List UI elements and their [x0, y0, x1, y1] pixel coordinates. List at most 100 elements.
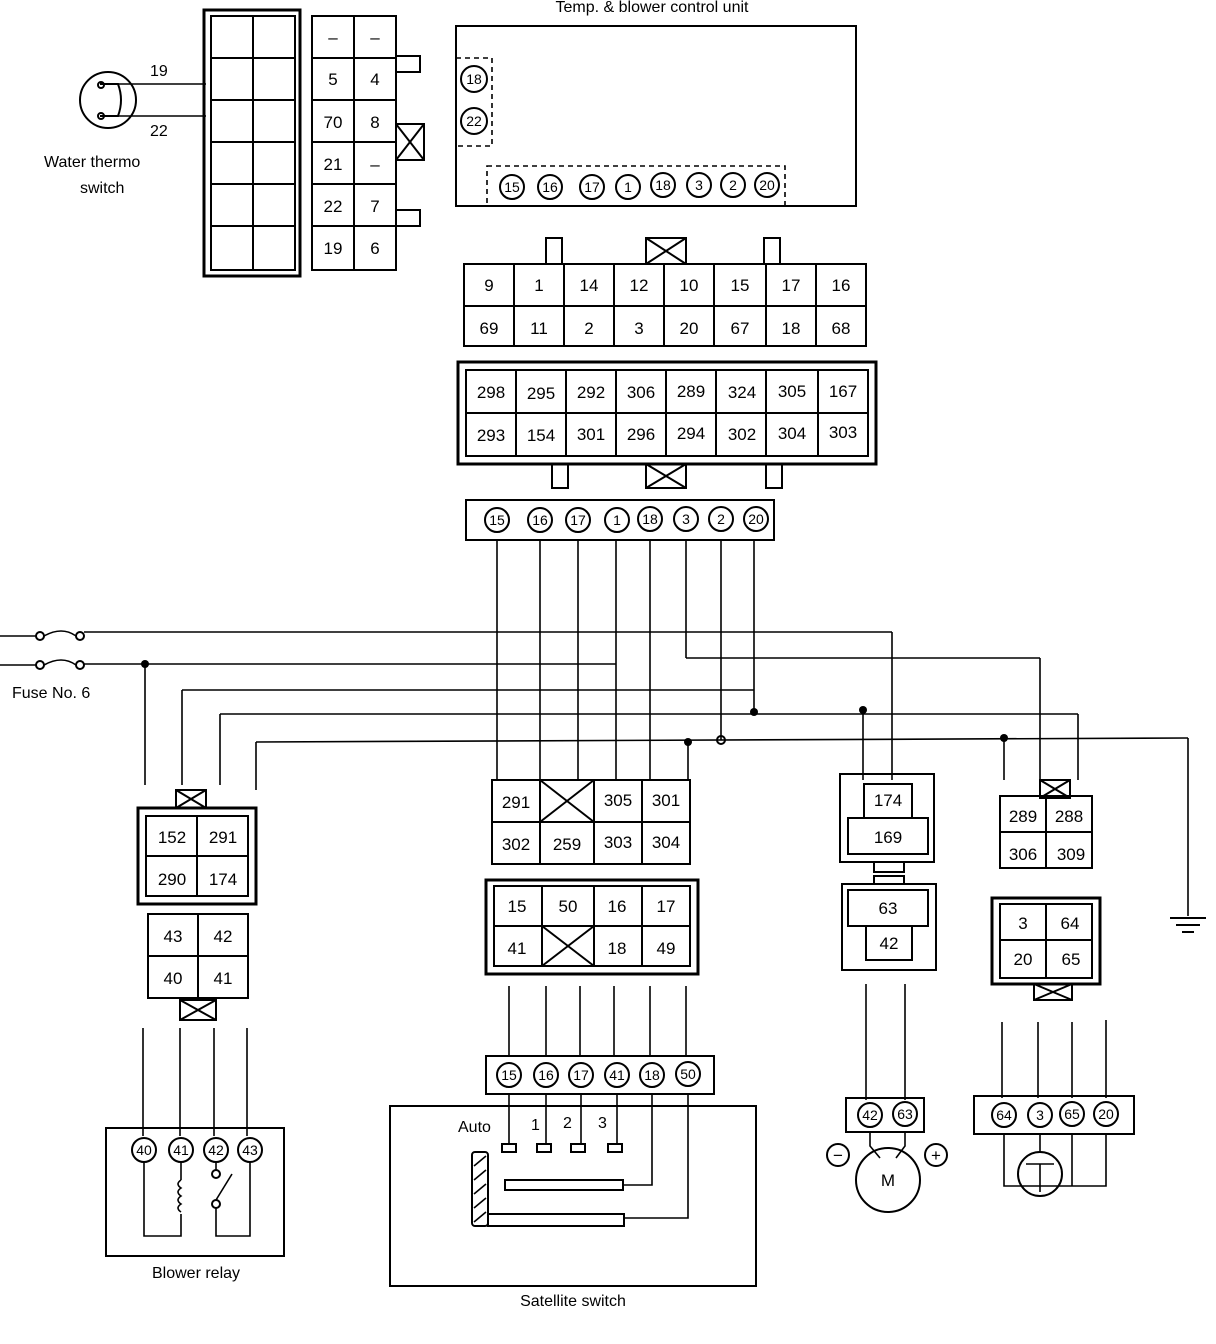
- main-strip-pin: 16: [532, 512, 548, 528]
- right-b-cell: 20: [1014, 950, 1033, 969]
- connector-b-cell: 289: [677, 382, 705, 401]
- motor-label: M: [881, 1171, 895, 1190]
- wire-22-label: 22: [150, 123, 168, 140]
- control-unit: Temp. & blower control unit 18 22 15 16 …: [455, 0, 857, 207]
- connector-b-cell: 303: [829, 423, 857, 442]
- right-a-cell: 289: [1009, 807, 1037, 826]
- sat-strip-pin: 15: [501, 1067, 517, 1083]
- relay-coil-icon: [177, 1179, 183, 1213]
- relay-a-cell: 152: [158, 828, 186, 847]
- motor-a-cell: 174: [874, 791, 902, 810]
- motor-connector-a: 174 169: [839, 773, 935, 885]
- sat-a-cell: 301: [652, 791, 680, 810]
- sat-a-cell: 303: [604, 833, 632, 852]
- fuse-label: Fuse No. 6: [12, 685, 90, 702]
- main-pin-strip: 15 16 17 1 18 3 2 20: [465, 499, 775, 541]
- motor-connector-b: 63 42: [841, 883, 937, 1100]
- main-strip-pin: 17: [570, 512, 586, 528]
- sat-b-cell: 50: [559, 897, 578, 916]
- connector-a-cell: 67: [731, 319, 750, 338]
- right-connector-b: 3 64 20 65: [990, 896, 1107, 1098]
- ground-icon: [1170, 917, 1206, 933]
- plus-icon: +: [931, 1146, 941, 1165]
- main-strip-pin: 2: [717, 511, 725, 527]
- relay-pin: 43: [242, 1142, 258, 1158]
- connector-a-cell: 9: [484, 276, 493, 295]
- connector-a-cell: 11: [530, 319, 548, 338]
- connector-b-cell: 306: [627, 383, 655, 402]
- thermo-cell: 19: [324, 239, 343, 258]
- motor-b-cell: 42: [880, 934, 899, 953]
- thermo-blank-connector: [202, 8, 302, 278]
- thermo-cell: –: [328, 28, 338, 47]
- sat-b-cell: 16: [608, 897, 627, 916]
- sat-a-cell: 304: [652, 833, 680, 852]
- right-b-cell: 65: [1062, 950, 1081, 969]
- thermo-cell: 70: [324, 113, 343, 132]
- motor-a-cell: 169: [874, 828, 902, 847]
- thermo-cell: 7: [370, 197, 379, 216]
- main-connector-a: 9 1 14 12 10 15 17 16 69 11 2 3 20 67 18…: [463, 237, 867, 347]
- right-pin: 3: [1036, 1107, 1044, 1123]
- connector-a-cell: 68: [832, 319, 851, 338]
- connector-b-cell: 304: [778, 424, 806, 443]
- connector-b-cell: 293: [477, 426, 505, 445]
- sat-a-cell: 305: [604, 791, 632, 810]
- main-strip-pin: 3: [682, 511, 690, 527]
- connector-a-cell: 10: [680, 276, 699, 295]
- connector-b-cell: 296: [627, 425, 655, 444]
- sat-pin-strip: 15 16 17 41 18 50: [485, 1055, 715, 1095]
- connector-a-cell: 15: [731, 276, 750, 295]
- connector-a-cell: 3: [634, 319, 643, 338]
- thermo-cell: 8: [370, 113, 379, 132]
- pos1-label: 1: [531, 1117, 540, 1134]
- thermo-cell: 5: [328, 70, 337, 89]
- control-unit-pin: 1: [624, 179, 632, 195]
- motor-pin: 42: [862, 1107, 878, 1123]
- connector-a-cell: 69: [480, 319, 499, 338]
- relay-pin: 42: [208, 1142, 224, 1158]
- thermo-cell: 6: [370, 239, 379, 258]
- sat-strip-pin: 41: [609, 1067, 625, 1083]
- water-thermo-subtitle: switch: [80, 180, 124, 197]
- right-pin: 64: [996, 1107, 1012, 1123]
- main-connector-b: 298 295 292 306 289 324 305 167 293 154 …: [456, 360, 878, 489]
- control-unit-pin: 15: [504, 179, 520, 195]
- connector-a-cell: 1: [534, 276, 543, 295]
- connector-a-cell: 16: [832, 276, 851, 295]
- satellite-switch-label: Satellite switch: [520, 1293, 626, 1310]
- sat-a-cell: 291: [502, 793, 530, 812]
- connector-b-cell: 324: [728, 383, 756, 402]
- relay-b-cell: 42: [214, 927, 233, 946]
- connector-b-cell: 292: [577, 383, 605, 402]
- relay-pin: 40: [136, 1142, 152, 1158]
- main-strip-pin: 18: [642, 511, 658, 527]
- connector-a-cell: 17: [782, 276, 801, 295]
- connector-b-cell: 298: [477, 383, 505, 402]
- relay-b-cell: 43: [164, 927, 183, 946]
- connector-b-cell: 301: [577, 425, 605, 444]
- relay-connector-b: 43 42 40 41: [142, 913, 249, 1136]
- wiring: [84, 540, 1189, 916]
- thermo-cell: –: [370, 155, 380, 174]
- connector-b-cell: 154: [527, 426, 555, 445]
- sat-a-cell: 302: [502, 835, 530, 854]
- connector-b-cell: 167: [829, 382, 857, 401]
- control-unit-pin: 16: [542, 179, 558, 195]
- sat-a-cell: 259: [553, 835, 581, 854]
- sat-b-cell: 17: [657, 897, 676, 916]
- control-unit-pin: 18: [466, 71, 482, 87]
- thermo-cell: –: [370, 28, 380, 47]
- connector-b-cell: 294: [677, 424, 705, 443]
- right-a-cell: 306: [1009, 845, 1037, 864]
- control-unit-pin: 22: [466, 113, 482, 129]
- motor-pin: 63: [897, 1106, 913, 1122]
- main-strip-pin: 1: [613, 512, 621, 528]
- connector-a-cell: 12: [630, 276, 649, 295]
- connector-a-cell: 2: [584, 319, 593, 338]
- pos2-label: 2: [563, 1115, 572, 1132]
- relay-a-cell: 290: [158, 870, 186, 889]
- motor-b-cell: 63: [879, 899, 898, 918]
